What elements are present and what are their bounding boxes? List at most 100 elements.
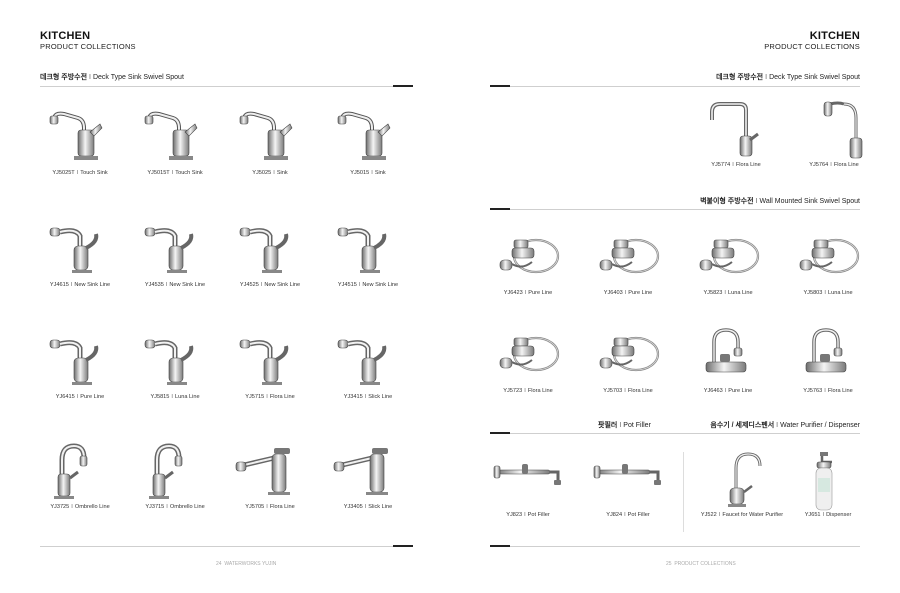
product-line: Slick Line [368, 394, 393, 400]
product-caption-sep: I [524, 388, 526, 394]
right-section3-rule [490, 433, 860, 434]
product-model: YJ5025 [252, 170, 272, 176]
faucet-image-icon [778, 448, 878, 512]
faucet-image-icon [220, 106, 320, 170]
product-caption-sep: I [358, 282, 361, 288]
product-caption-sep: I [524, 290, 527, 296]
product-model: YJ5815 [150, 394, 170, 400]
product-caption-sep: I [273, 170, 275, 176]
product-caption-sep: I [76, 394, 79, 400]
right-section1-ko: 데크형 주방수전 [716, 74, 764, 81]
left-footer-text: WATERWORKS YUJIN [224, 561, 277, 567]
left-page-subtitle: PRODUCT COLLECTIONS [40, 42, 136, 51]
right-section3-rule-accent [490, 432, 510, 434]
right-footer: 25 PRODUCT COLLECTIONS [666, 561, 736, 567]
right-section3-sep: I [619, 422, 622, 429]
faucet-image-icon [125, 440, 225, 504]
left-footer: 24 WATERWORKS YUJIN [216, 561, 276, 567]
product-caption-sep: I [732, 162, 734, 168]
product-line: Faucet for Water Purifier [722, 512, 784, 518]
left-page-number: 24 [216, 561, 222, 567]
right-section3-en: Pot Filler [623, 422, 651, 429]
product-model: YJ5803 [803, 290, 823, 296]
faucet-image-icon [125, 330, 225, 394]
right-section4-sep: I [776, 422, 779, 429]
product-caption-sep: I [824, 388, 826, 394]
faucet-image-icon [692, 448, 792, 512]
product-caption-sep: I [718, 512, 721, 518]
product-line: Sink [374, 170, 386, 176]
faucet-image-icon [678, 226, 778, 290]
product-model: YJ6463 [703, 388, 723, 394]
right-bottom-rule [490, 546, 860, 547]
product-model: YJ3715 [145, 504, 165, 510]
product-model: YJ5764 [809, 162, 829, 168]
left-bottom-rule-accent [393, 545, 413, 547]
product-model: YJ522 [700, 512, 717, 518]
product-line: Pure Line [528, 290, 553, 296]
product-model: YJ4525 [239, 282, 259, 288]
left-section-rule-accent [393, 85, 413, 87]
product-line: Sink [276, 170, 288, 176]
product-caption-sep: I [624, 290, 627, 296]
product-model: YJ5763 [803, 388, 823, 394]
faucet-image-icon [220, 330, 320, 394]
product-line: Pot Filler [527, 512, 550, 518]
faucet-image-icon [318, 106, 418, 170]
left-section-en: Deck Type Sink Swivel Spout [92, 74, 184, 81]
product-line: Pure Line [728, 388, 753, 394]
faucet-image-icon [478, 324, 578, 388]
right-section2-rule-accent [490, 208, 510, 210]
product-line: Flora Line [833, 162, 859, 168]
right-bottom-rule-accent [490, 545, 510, 547]
faucet-image-icon [784, 98, 884, 162]
product-line: Luna Line [727, 290, 753, 296]
product-model: YJ4535 [144, 282, 164, 288]
product-line: New Sink Line [264, 282, 301, 288]
right-section1-en: Deck Type Sink Swivel Spout [769, 74, 860, 81]
product-line: Touch Sink [175, 170, 203, 176]
faucet-image-icon [30, 440, 130, 504]
right-page-title: KITCHEN [809, 30, 860, 42]
product-caption-sep: I [364, 394, 367, 400]
right-vertical-divider [683, 452, 684, 532]
product-model: YJ5774 [711, 162, 731, 168]
product-model: YJ3415 [343, 394, 363, 400]
product-model: YJ5705 [245, 504, 265, 510]
product-caption-sep: I [71, 504, 73, 510]
product-model: YJ5025T [52, 170, 75, 176]
